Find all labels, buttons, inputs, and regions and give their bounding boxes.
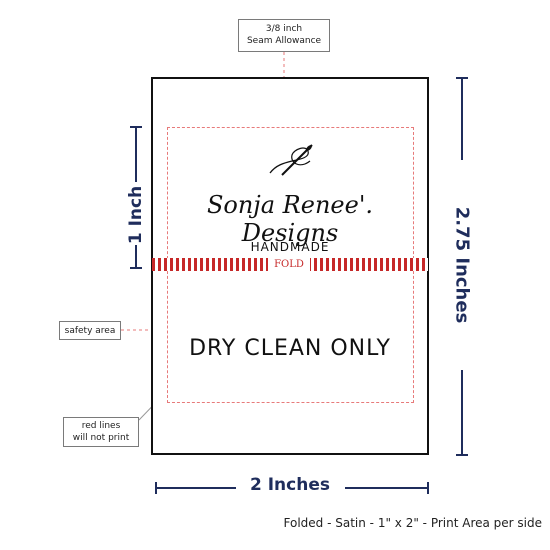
dimension-2-75-inches-text: 2.75 Inches [451,206,473,324]
footer-caption: Folded - Satin - 1" x 2" - Print Area pe… [283,516,542,530]
safety-area-callout: safety area [59,321,121,340]
dimension-2-inches: 2 Inches [249,475,330,495]
dimension-2-75-inches: 2.75 Inches [447,160,477,370]
needle-thread-icon [269,144,313,176]
seam-allowance-callout: 3/8 inch Seam Allowance [238,19,330,52]
care-instruction: DRY CLEAN ONLY [189,336,391,361]
fold-label: FOLD [268,257,310,272]
dimension-1-inch-text: 1 Inch [126,185,146,245]
seam-allowance-label: Seam Allowance [246,36,322,46]
red-lines-line1: red lines [81,421,121,431]
red-lines-line2: will not print [72,433,130,443]
seam-unit: inch [283,24,303,34]
dimension-1-inch: 1 Inch [124,185,148,245]
brand-name: Sonja Renee'. Designs [206,191,374,247]
red-lines-callout: red lines will not print [63,417,139,447]
safety-area-label: safety area [64,326,116,336]
tagline-handmade: HANDMADE [250,240,330,254]
seam-fraction: 3/8 [265,24,281,34]
